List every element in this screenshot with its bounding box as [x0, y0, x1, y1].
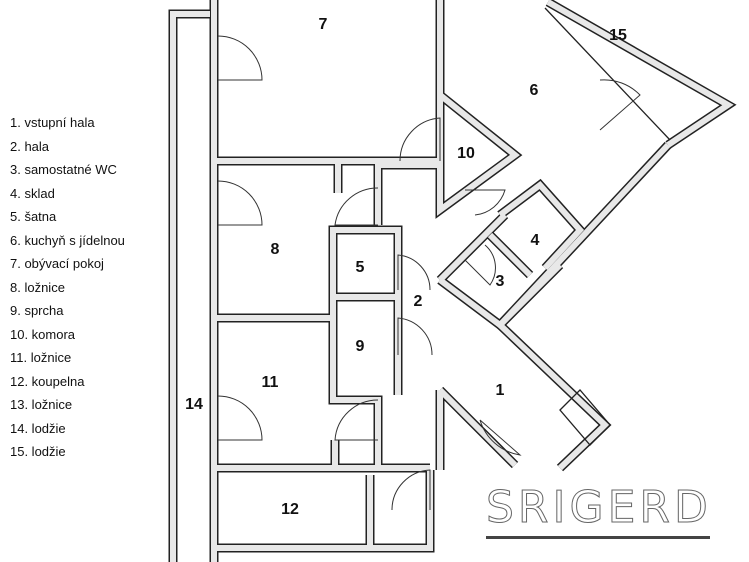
legend-item: 12. koupelna — [10, 373, 85, 389]
logo-watermark: SRIGERD — [486, 482, 712, 539]
wall-outline — [168, 0, 737, 562]
legend-item: 14. lodžie — [10, 420, 66, 436]
room-label-10: 10 — [457, 145, 475, 162]
loggia-1-rail — [559, 389, 611, 446]
room-label-6: 6 — [530, 82, 539, 99]
door-icon — [465, 189, 506, 216]
legend-item: 2. hala — [10, 138, 50, 154]
door-icon — [399, 117, 441, 162]
doors — [217, 35, 641, 511]
logo-text: SRIGERD — [486, 482, 712, 533]
legend-item: 7. obývací pokoj — [10, 256, 104, 271]
door-icon — [464, 244, 496, 286]
legend-item: 10. komora — [10, 326, 76, 342]
logo-underline — [486, 536, 710, 539]
door-icon — [217, 35, 263, 81]
room-label-7: 7 — [319, 16, 328, 33]
room-label-12: 12 — [281, 501, 299, 518]
room-label-3: 3 — [496, 273, 505, 290]
room-label-9: 9 — [356, 338, 365, 355]
room-label-11: 11 — [262, 374, 279, 391]
loggia-15-rail — [544, 7, 671, 141]
door-icon — [391, 469, 431, 511]
room-label-8: 8 — [271, 241, 280, 258]
door-icon — [599, 79, 641, 131]
legend-item: 11. ložnice — [10, 350, 72, 365]
door-icon — [334, 399, 379, 441]
walls — [168, 0, 737, 562]
room-label-15: 15 — [609, 27, 627, 44]
legend-item: 13. ložnice — [10, 397, 73, 412]
room-label-1: 1 — [496, 382, 505, 399]
door-icon — [217, 395, 263, 441]
wall-fill — [170, 0, 734, 562]
legend-item: 1. vstupní hala — [10, 115, 95, 130]
room-label-14: 14 — [185, 396, 203, 413]
legend-item: 5. šatna — [10, 209, 57, 224]
room-label-5: 5 — [356, 259, 365, 276]
room-labels: 1 2 3 4 5 6 7 8 9 10 11 12 14 15 — [185, 16, 627, 518]
door-icon — [397, 254, 431, 291]
room-label-4: 4 — [531, 232, 540, 249]
legend-item: 9. sprcha — [10, 303, 64, 318]
door-icon — [397, 317, 433, 356]
legend-item: 8. ložnice — [10, 279, 65, 295]
legend-item: 15. lodžie — [10, 444, 66, 459]
room-label-2: 2 — [414, 293, 423, 310]
room-legend: 1. vstupní hala 2. hala 3. samostatné WC… — [10, 111, 125, 464]
legend-item: 4. sklad — [10, 185, 55, 201]
door-icon — [479, 419, 522, 456]
door-icon — [334, 187, 379, 226]
legend-item: 6. kuchyň s jídelnou — [10, 232, 125, 248]
legend-item: 3. samostatné WC — [10, 162, 117, 177]
door-icon — [217, 180, 263, 226]
